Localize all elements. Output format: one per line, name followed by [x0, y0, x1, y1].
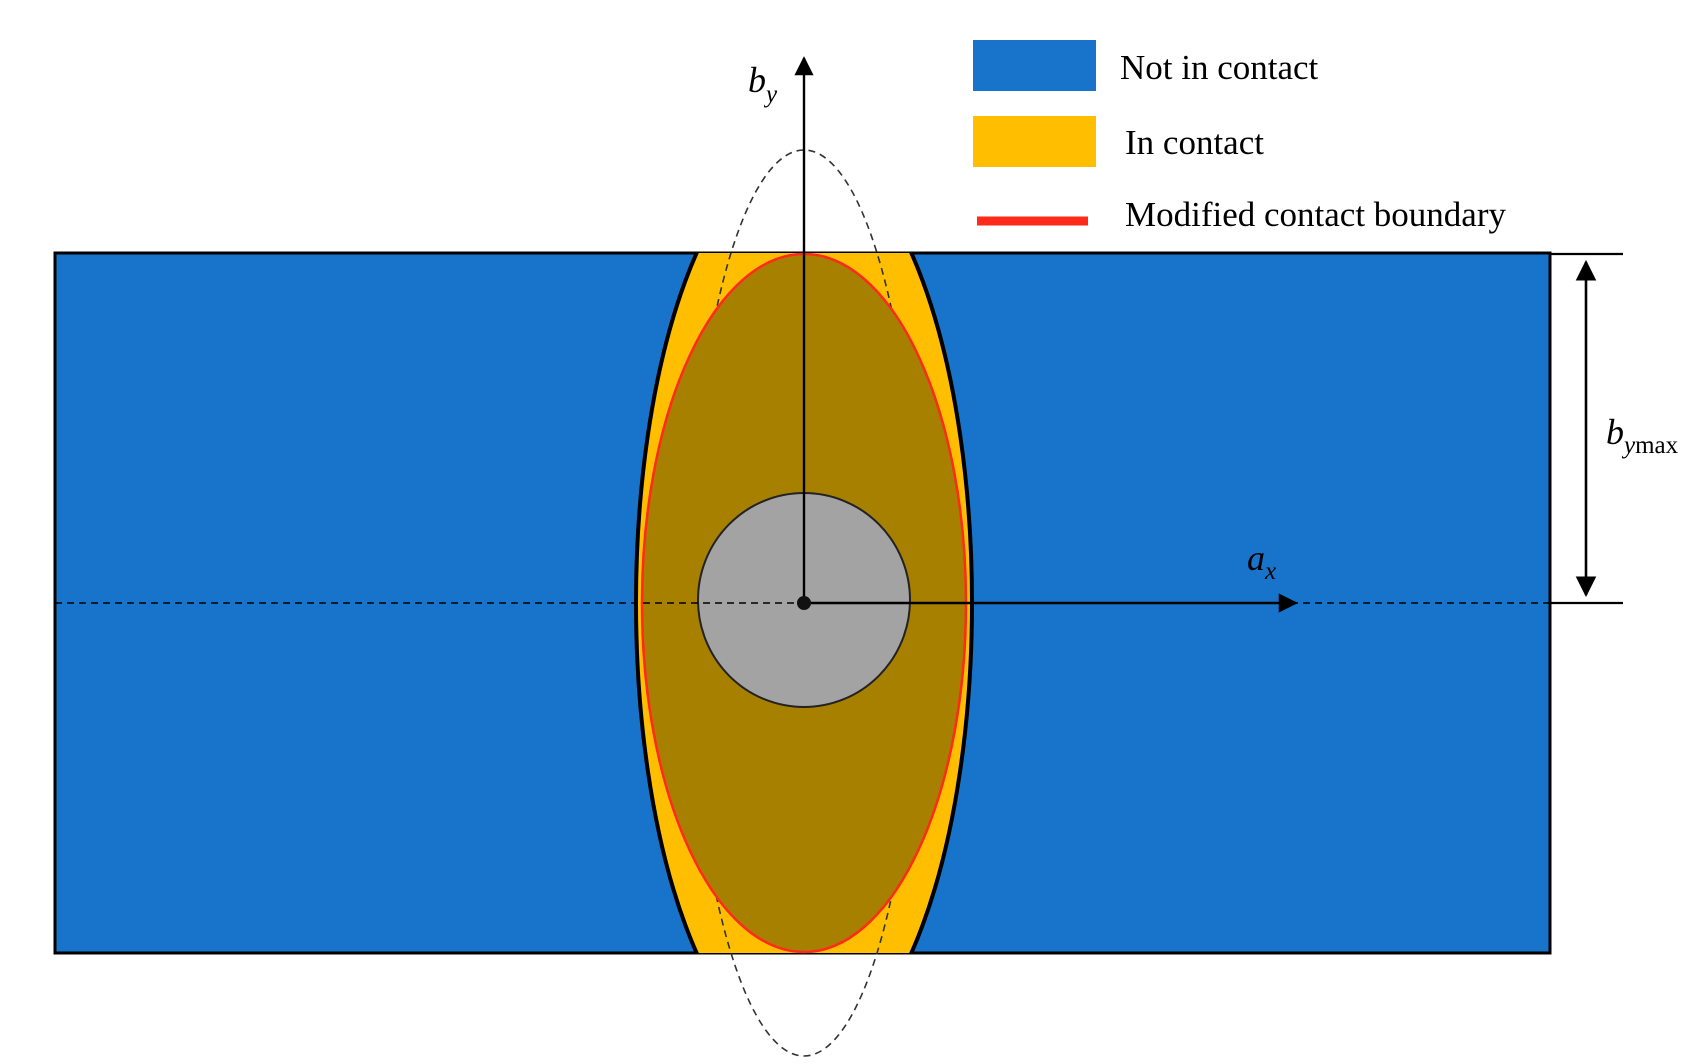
legend-label-in-contact: In contact [1125, 123, 1264, 162]
legend-swatch-in-contact [973, 116, 1096, 167]
legend-label-not-in-contact: Not in contact [1120, 48, 1319, 87]
legend: Not in contact In contact Modified conta… [973, 40, 1507, 234]
by-axis-label: by [748, 60, 778, 108]
ax-axis-label: ax [1247, 538, 1276, 585]
legend-label-modified-boundary: Modified contact boundary [1125, 195, 1507, 234]
bymax-label: bymax [1606, 412, 1679, 459]
origin-point [797, 596, 811, 610]
legend-swatch-not-in-contact [973, 40, 1096, 91]
